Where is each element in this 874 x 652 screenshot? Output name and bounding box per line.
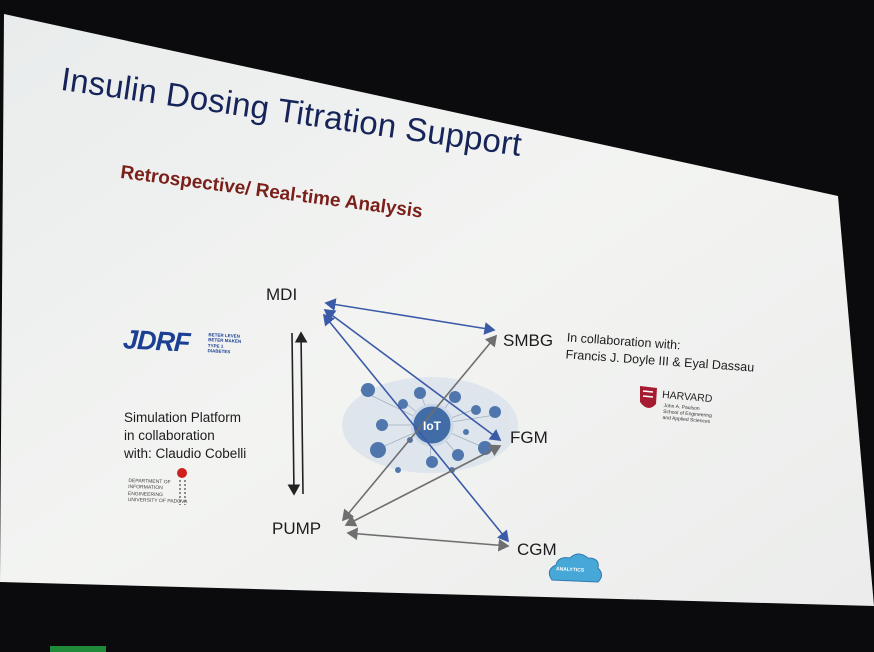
dept-information-engineering-logo: DEPARTMENT OF INFORMATION ENGINEERING UN… <box>127 477 188 505</box>
node-fgm: FGM <box>510 428 548 447</box>
harvard-shield-icon <box>640 386 657 409</box>
node-mdi: MDI <box>266 285 298 304</box>
node-cgm: CGM <box>517 540 557 559</box>
simulation-platform-text: Simulation Platform in collaboration wit… <box>124 410 247 462</box>
arrow-pump-cgm <box>346 527 510 552</box>
padova-logo-icon <box>177 468 187 505</box>
jdrf-tagline: BETER LEVEN BETER MAKEN TYPE 1 DIABETES <box>207 332 242 355</box>
stage-light <box>50 646 106 652</box>
node-pump: PUMP <box>272 519 322 538</box>
node-smbg: SMBG <box>503 331 554 350</box>
cloud-analytics-icon <box>548 553 602 583</box>
jdrf-logo: JDRF <box>122 324 191 358</box>
arrow-pump-to-mdi <box>294 331 308 495</box>
iot-hub-label: IoT <box>423 419 441 433</box>
arrow-pump-fgm <box>344 444 502 527</box>
diagram-arrows <box>287 298 510 552</box>
arrow-mdi-to-pump <box>287 332 301 496</box>
